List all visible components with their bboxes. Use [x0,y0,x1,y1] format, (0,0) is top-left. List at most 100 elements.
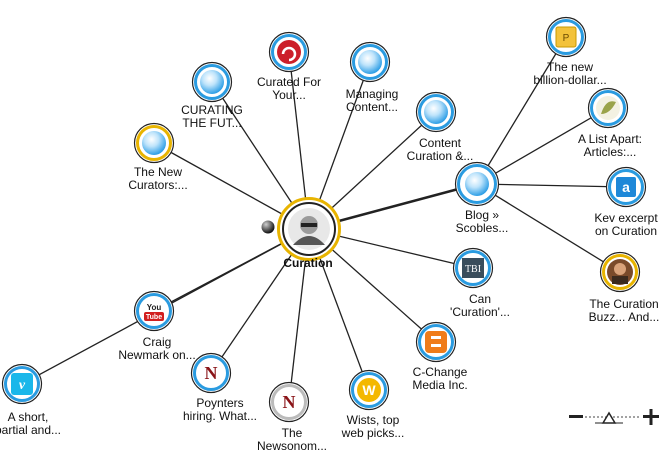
svg-text:N: N [283,392,296,412]
node-billion-dollar[interactable]: P [545,16,587,58]
label-billion-dollar-line: billion-dollar... [533,73,607,87]
label-c-change-line: Media Inc. [412,378,468,392]
node-curation-buzz[interactable] [599,251,641,293]
zoom-control [569,409,659,425]
label-a-short-line: A short, [7,410,49,424]
n-logo-icon: N [283,392,296,412]
edge-hub-list-apart [476,107,609,185]
node-content-curation[interactable] [415,91,457,133]
zoom-in-button[interactable] [643,409,659,425]
a-logo-icon: a [614,175,638,199]
node-newsonomics[interactable]: N [268,381,310,423]
node-curated-for-your[interactable] [268,31,310,73]
edge-hub-billion-dollar [476,36,567,185]
bubble-icon [358,50,382,74]
label-hub-line: Blog » [464,208,500,222]
label-curated-for-your-line: Your... [272,88,306,102]
label-newsonomics-line: The [281,426,303,440]
node-wists[interactable]: W [348,369,390,411]
svg-text:You: You [147,303,162,312]
label-can-curation-line: Can [468,292,492,306]
edge-hub-curation-buzz [476,183,621,273]
label-curation-buzz-line: Buzz... And... [588,310,660,324]
label-hub-line: Scobles... [455,221,509,235]
label-wists-line: Wists, top [346,413,400,427]
red-swirl-icon [277,40,301,64]
label-c-change-line: C-Change [412,365,468,379]
svg-text:v: v [19,378,26,393]
label-poynters-line: Poynters [196,396,244,410]
label-list-apart-line: A List Apart: [577,132,643,146]
blogger-icon [425,331,447,353]
label-craig-newmark-line: Newmark on... [118,348,196,362]
label-new-curators-line: The New [133,165,183,179]
node-new-curators[interactable] [133,122,175,164]
node-can-curation[interactable]: TBI [452,247,494,289]
tbi-icon: TBI [462,258,484,278]
label-curating-future-line: THE FUT... [182,116,242,130]
vimeo-icon: v [11,373,33,395]
label-hub[interactable]: Blog »Scobles... [456,209,509,235]
label-list-apart-line: Articles:... [583,145,637,159]
bubble-icon [142,131,166,155]
zoom-out-button[interactable] [569,415,583,418]
label-kev-excerpt-line: Kev excerpt [594,211,658,225]
label-center[interactable]: Curation [283,256,333,270]
svg-text:TBI: TBI [465,264,481,275]
node-hub[interactable] [454,161,500,207]
leaf-icon [596,96,620,120]
bubble-icon [200,70,224,94]
avatar-icon [288,208,330,250]
n-logo-icon: N [205,363,218,383]
node-list-apart[interactable] [587,87,629,129]
label-wists-line: web picks... [341,426,405,440]
label-list-apart[interactable]: A List Apart:Articles:... [578,133,642,159]
p-logo-icon: P [555,26,577,48]
node-curating-future[interactable] [191,61,233,103]
label-content-curation-line: Curation &... [406,149,474,163]
node-kev-excerpt[interactable]: a [605,166,647,208]
label-managing-content-line: Managing [345,87,399,101]
node-center[interactable] [261,197,341,261]
label-can-curation-line: 'Curation'... [450,305,510,319]
svg-text:Tube: Tube [146,314,162,321]
label-a-short[interactable]: A short,partial and... [0,411,61,437]
zoom-slider-icon[interactable] [585,411,639,424]
label-kev-excerpt-line: on Curation [594,224,658,238]
w-logo-icon: W [357,378,381,402]
node-poynters[interactable]: N [190,352,232,394]
bubble-icon [465,172,489,196]
expand-ball-icon[interactable] [261,220,275,234]
svg-text:W: W [362,382,376,398]
edge-hub-kev-excerpt [476,183,627,188]
label-managing-content-line: Content... [345,100,399,114]
node-a-short[interactable]: v [1,363,43,405]
label-a-short-line: partial and... [0,423,62,437]
label-content-curation-line: Content [418,136,462,150]
label-curation-buzz-line: The Curation [589,297,659,311]
label-craig-newmark-line: Craig [142,335,172,349]
label-can-curation[interactable]: Can'Curation'... [450,293,510,319]
label-new-curators-line: Curators:... [128,178,188,192]
node-c-change[interactable] [415,321,457,363]
node-managing-content[interactable] [349,41,391,83]
svg-text:a: a [622,179,630,195]
svg-text:N: N [205,363,218,383]
